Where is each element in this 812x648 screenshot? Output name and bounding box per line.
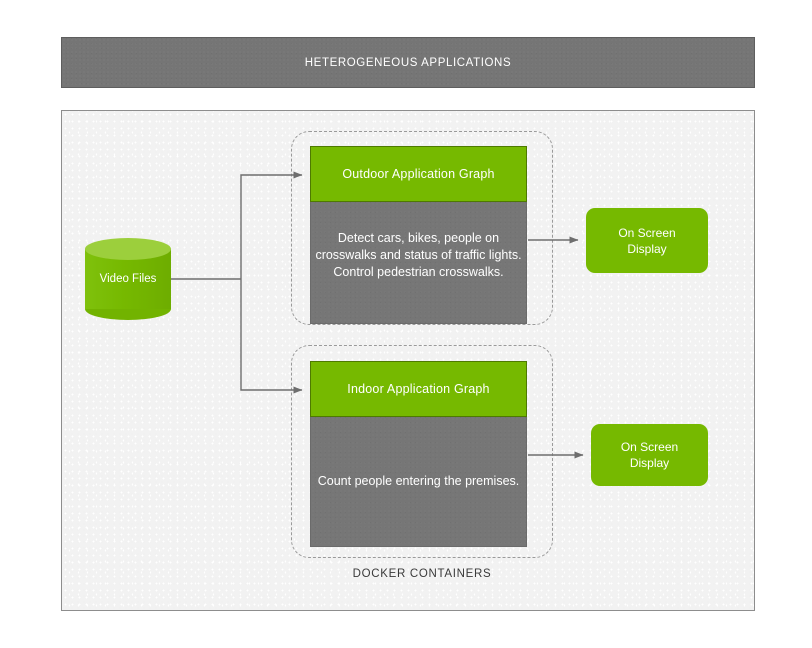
- on-screen-display-outdoor[interactable]: On Screen Display: [586, 208, 708, 273]
- docker-containers-label: DOCKER CONTAINERS: [352, 568, 492, 580]
- indoor-application-graph-title: Indoor Application Graph: [310, 361, 527, 417]
- osd-outdoor-line1: On Screen: [618, 225, 676, 240]
- outdoor-application-description: Detect cars, bikes, people on crosswalks…: [310, 202, 527, 324]
- osd-outdoor-text: On Screen Display: [618, 225, 675, 257]
- indoor-application-description: Count people entering the premises.: [310, 417, 527, 547]
- page-title: HETEROGENEOUS APPLICATIONS: [304, 56, 512, 69]
- video-files-label: Video Files: [99, 273, 157, 285]
- video-files-datastore[interactable]: Video Files: [85, 238, 171, 320]
- indoor-application-block[interactable]: Indoor Application Graph Count people en…: [310, 361, 527, 547]
- osd-indoor-line2: Display: [629, 456, 670, 470]
- outdoor-application-graph-title: Outdoor Application Graph: [310, 146, 527, 202]
- osd-outdoor-line2: Display: [627, 241, 667, 256]
- osd-indoor-line1: On Screen: [620, 440, 679, 454]
- docker-container-indoor: [291, 345, 553, 558]
- on-screen-display-indoor[interactable]: On Screen Display: [591, 424, 708, 486]
- heterogeneous-applications-header: HETEROGENEOUS APPLICATIONS: [61, 37, 755, 88]
- cylinder-top-icon: [85, 238, 171, 260]
- osd-indoor-text: On Screen Display: [621, 439, 678, 471]
- outdoor-application-block[interactable]: Outdoor Application Graph Detect cars, b…: [310, 146, 527, 324]
